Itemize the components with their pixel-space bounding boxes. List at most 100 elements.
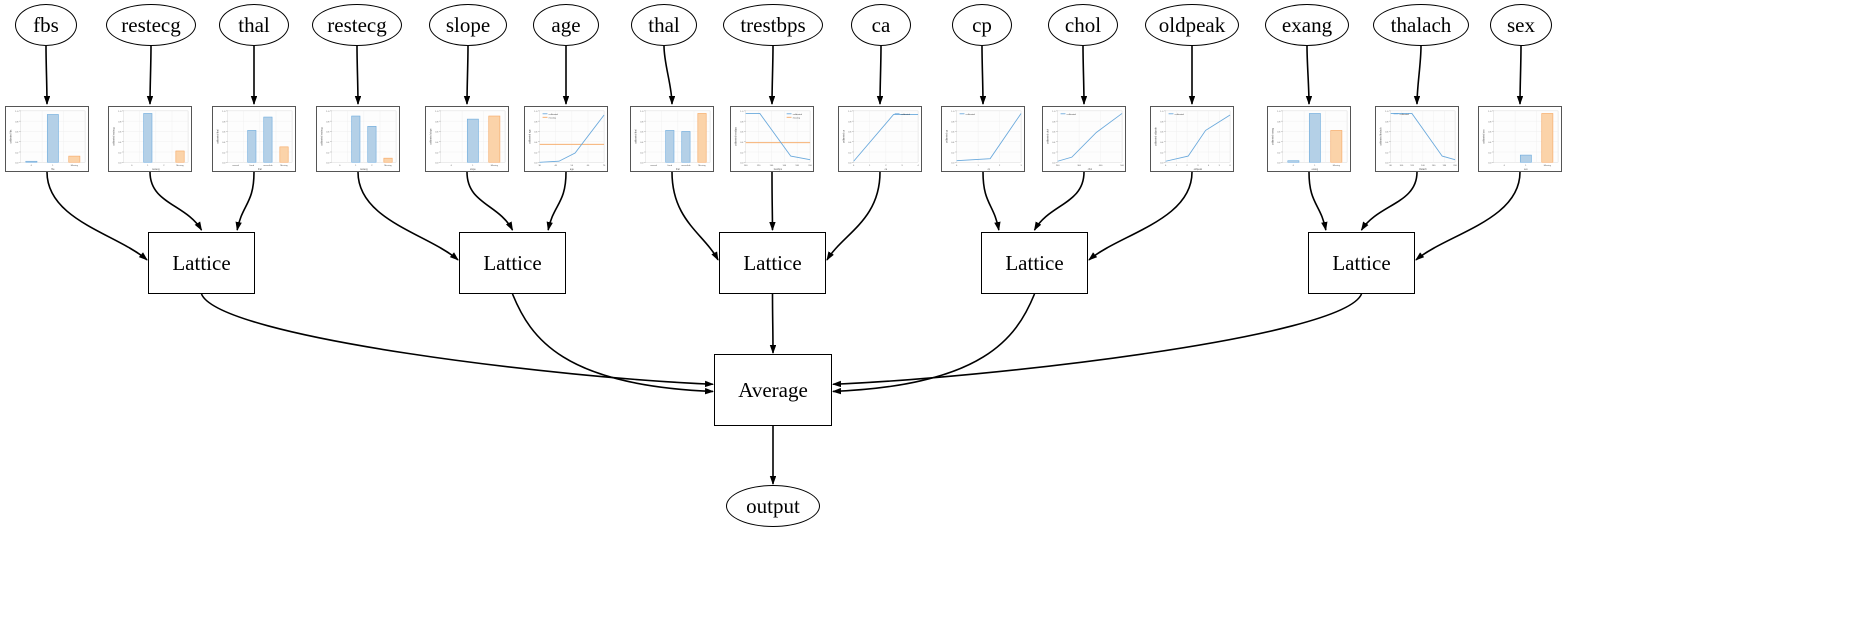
output-node[interactable]: output xyxy=(726,485,820,527)
svg-text:0.4: 0.4 xyxy=(222,142,226,144)
svg-text:Missing: Missing xyxy=(384,165,392,167)
svg-text:1.0: 1.0 xyxy=(1160,111,1164,113)
svg-text:0.4: 0.4 xyxy=(1052,142,1056,144)
svg-text:0.6: 0.6 xyxy=(640,132,644,134)
svg-text:1.0: 1.0 xyxy=(640,111,644,113)
svg-text:thal: thal xyxy=(676,168,680,171)
feature-node-trestbps-7[interactable]: trestbps xyxy=(723,4,823,46)
svg-text:oldpeak: oldpeak xyxy=(1194,169,1203,171)
edge-lattice-to-average-1 xyxy=(511,293,714,395)
feature-node-thal-2[interactable]: thal xyxy=(219,4,289,46)
svg-text:1.0: 1.0 xyxy=(951,111,955,113)
svg-text:0.8: 0.8 xyxy=(1488,121,1492,123)
svg-text:0.2: 0.2 xyxy=(1488,152,1492,154)
svg-text:1: 1 xyxy=(1314,165,1316,167)
svg-text:180: 180 xyxy=(795,165,799,167)
svg-text:Missing: Missing xyxy=(71,165,79,167)
svg-text:0.2: 0.2 xyxy=(1385,152,1389,154)
svg-text:0.0: 0.0 xyxy=(1488,163,1492,165)
svg-text:0.6: 0.6 xyxy=(1052,132,1056,134)
feature-node-chol-10[interactable]: chol xyxy=(1048,4,1118,46)
svg-text:2: 2 xyxy=(371,165,373,167)
svg-text:0.6: 0.6 xyxy=(118,132,122,134)
svg-text:calibrated fbs: calibrated fbs xyxy=(9,129,12,144)
svg-text:0.8: 0.8 xyxy=(740,121,744,123)
svg-text:0.6: 0.6 xyxy=(222,132,226,134)
svg-text:0.8: 0.8 xyxy=(1277,121,1281,123)
svg-text:0.4: 0.4 xyxy=(1385,142,1389,144)
svg-text:calibrated: calibrated xyxy=(1400,113,1410,116)
svg-text:120: 120 xyxy=(757,165,761,167)
svg-text:0.6: 0.6 xyxy=(848,132,852,134)
svg-text:0.4: 0.4 xyxy=(640,142,644,144)
lattice-node-2[interactable]: Lattice xyxy=(719,232,826,294)
svg-text:calibrated: calibrated xyxy=(1067,113,1077,116)
svg-text:0.4: 0.4 xyxy=(534,142,538,144)
edge-calibrator-to-lattice-13 xyxy=(1360,171,1418,231)
svg-text:0.4: 0.4 xyxy=(951,142,955,144)
svg-text:0.2: 0.2 xyxy=(326,152,330,154)
svg-text:1.0: 1.0 xyxy=(326,111,330,113)
svg-text:0.6: 0.6 xyxy=(1160,132,1164,134)
svg-text:1: 1 xyxy=(1176,165,1178,167)
edge-calibrator-to-lattice-14 xyxy=(1415,171,1521,261)
svg-text:Missing: Missing xyxy=(698,165,706,167)
svg-text:0.6: 0.6 xyxy=(1385,132,1389,134)
svg-text:1.0: 1.0 xyxy=(1488,111,1492,113)
edge-feature-to-calibrator-10 xyxy=(1080,45,1088,105)
feature-node-sex-14[interactable]: sex xyxy=(1490,4,1552,46)
svg-text:40: 40 xyxy=(555,165,558,167)
feature-node-exang-12[interactable]: exang xyxy=(1265,4,1349,46)
svg-text:calibrated slope: calibrated slope xyxy=(429,128,432,145)
svg-text:thalach: thalach xyxy=(1419,168,1427,171)
lattice-node-4[interactable]: Lattice xyxy=(1308,232,1415,294)
svg-text:200: 200 xyxy=(1056,165,1060,167)
svg-text:0: 0 xyxy=(1165,165,1167,167)
svg-text:0.4: 0.4 xyxy=(740,142,744,144)
feature-node-slope-4[interactable]: slope xyxy=(429,4,507,46)
svg-text:restecg: restecg xyxy=(152,168,160,171)
svg-text:200: 200 xyxy=(808,165,812,167)
feature-node-fbs-0[interactable]: fbs xyxy=(15,4,77,46)
feature-node-cp-9[interactable]: cp xyxy=(952,4,1012,46)
feature-node-age-5[interactable]: age xyxy=(533,4,599,46)
svg-text:0.8: 0.8 xyxy=(640,121,644,123)
feature-node-ca-8[interactable]: ca xyxy=(851,4,911,46)
svg-text:ca: ca xyxy=(885,169,888,171)
feature-node-restecg-1[interactable]: restecg xyxy=(106,4,196,46)
svg-text:calibrated: calibrated xyxy=(966,113,976,116)
average-node[interactable]: Average xyxy=(714,354,832,426)
edge-feature-to-calibrator-7 xyxy=(768,45,776,105)
svg-text:calibrated ca: calibrated ca xyxy=(842,129,845,143)
svg-text:calibrated age: calibrated age xyxy=(528,129,531,144)
svg-text:0.2: 0.2 xyxy=(1277,152,1281,154)
edge-lattice-to-average-4 xyxy=(832,293,1363,388)
svg-text:0.4: 0.4 xyxy=(848,142,852,144)
feature-node-oldpeak-11[interactable]: oldpeak xyxy=(1145,4,1239,46)
feature-node-thalach-13[interactable]: thalach xyxy=(1373,4,1469,46)
svg-text:3: 3 xyxy=(1197,165,1199,167)
feature-node-restecg-3[interactable]: restecg xyxy=(312,4,402,46)
svg-text:0.2: 0.2 xyxy=(1160,152,1164,154)
svg-text:calibrated restecg: calibrated restecg xyxy=(112,127,115,146)
svg-text:5: 5 xyxy=(1219,165,1221,167)
feature-node-thal-6[interactable]: thal xyxy=(631,4,697,46)
svg-text:calibrated thal: calibrated thal xyxy=(634,129,637,144)
svg-text:2: 2 xyxy=(1187,165,1189,167)
svg-text:0.6: 0.6 xyxy=(1277,132,1281,134)
svg-text:calibrated restecg: calibrated restecg xyxy=(320,127,323,146)
svg-text:0.2: 0.2 xyxy=(15,152,19,154)
lattice-node-0[interactable]: Lattice xyxy=(148,232,255,294)
svg-text:120: 120 xyxy=(1410,165,1414,167)
lattice-node-1[interactable]: Lattice xyxy=(459,232,566,294)
lattice-node-3[interactable]: Lattice xyxy=(981,232,1088,294)
svg-text:0.8: 0.8 xyxy=(118,121,122,123)
svg-text:160: 160 xyxy=(1432,165,1436,167)
svg-text:sex: sex xyxy=(1524,169,1528,171)
